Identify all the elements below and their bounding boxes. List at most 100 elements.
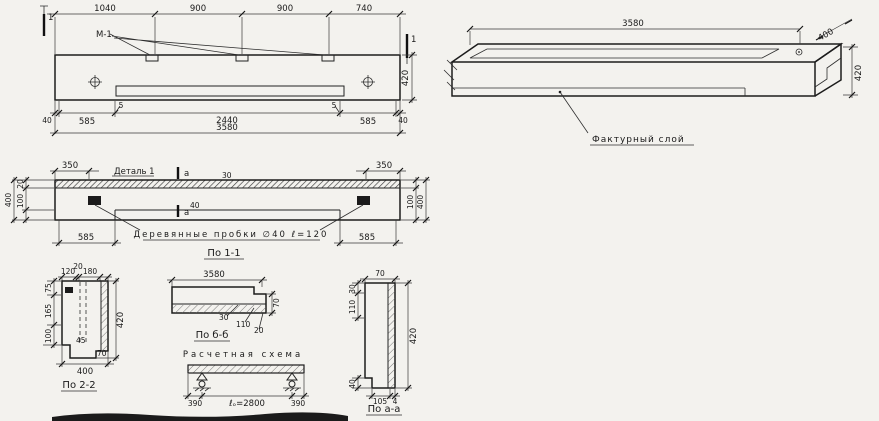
left-dim-lines xyxy=(13,177,27,223)
dim-40-ticks xyxy=(354,374,362,392)
iso-end-face xyxy=(814,42,842,97)
dim-30: 30 xyxy=(348,284,357,294)
detail-1-label: Деталь 1 xyxy=(114,167,155,177)
dim-45: 45 xyxy=(76,336,86,345)
dim-350-left: 350 xyxy=(62,161,78,171)
profile-outline xyxy=(364,282,396,389)
dim-350-right: 350 xyxy=(376,161,392,171)
plug-leaders xyxy=(94,204,364,231)
length-dim-ticks xyxy=(168,276,266,284)
iso-lifting-loop xyxy=(795,48,803,56)
section-2-2-title: По 2-2 xyxy=(62,380,95,391)
dim-3580: 3580 xyxy=(203,270,225,280)
dim-400: 400 xyxy=(77,367,93,377)
plan-dim-40-right: 40 xyxy=(398,116,408,125)
plan-dim-900b: 900 xyxy=(277,4,293,14)
dim-20: 20 xyxy=(73,262,83,271)
length-dim-lines xyxy=(167,279,267,287)
dim-110: 110 xyxy=(236,320,251,329)
plan-panel-outline xyxy=(54,54,401,101)
iso-top-face xyxy=(449,43,844,63)
iso-depth-dim-line xyxy=(817,18,853,39)
dim-120: 120 xyxy=(61,267,76,276)
iso-depth-dim-ticks xyxy=(815,19,853,41)
section-cut-label-1-right: 1 xyxy=(411,35,416,45)
facing-layer-hatch xyxy=(55,180,400,188)
left-dim-ticks xyxy=(50,277,58,349)
iso-top-recess xyxy=(469,48,780,59)
iso-callout-label: Фактурный слой xyxy=(592,135,685,145)
dim-165: 165 xyxy=(44,304,53,319)
dim-30: 30 xyxy=(219,313,229,322)
facing-layer-hatch xyxy=(388,284,395,387)
support-roller xyxy=(288,380,296,388)
plan-bottom-dim-ticks xyxy=(51,109,404,117)
left-dim-ticks xyxy=(354,279,362,322)
iso-break-marks xyxy=(443,59,458,91)
wooden-plugs-note: Деревянные пробки ∅40 ℓ=120 xyxy=(134,230,329,240)
facing-layer-hatch xyxy=(172,305,266,313)
plan-dim-40-left: 40 xyxy=(42,116,52,125)
support-ground xyxy=(283,387,301,392)
iso-lifting-loop-dot xyxy=(798,51,800,53)
dim-plug-40: 40 xyxy=(190,201,200,210)
plan-dim-3580: 3580 xyxy=(216,123,238,133)
plan-top-dim-extensions xyxy=(54,17,401,54)
plug-section xyxy=(65,287,73,293)
dim-585-lines xyxy=(52,220,403,246)
dim-180: 180 xyxy=(83,267,98,276)
dim-right-400: 400 xyxy=(416,195,425,210)
top-dim-lines xyxy=(58,276,112,281)
support-ground xyxy=(193,387,211,392)
plan-lifting-loop-left xyxy=(88,75,102,89)
iso-view: 3580 400 420 Фактурный слой xyxy=(443,18,864,146)
dim-left-400: 400 xyxy=(4,193,13,208)
right-dim-ticks xyxy=(112,277,120,362)
dim-left-20: 20 xyxy=(16,179,25,189)
plan-height-dim-ticks xyxy=(408,51,416,104)
section-b-b-title: По б-б xyxy=(196,330,229,341)
dim-110: 110 xyxy=(348,300,357,315)
dim-585-right: 585 xyxy=(359,233,375,243)
plan-m1-leaders xyxy=(109,33,326,56)
support-roller xyxy=(198,380,206,388)
section-1-1-title: По 1-1 xyxy=(207,248,240,259)
section-cut-label-1-left: 1 xyxy=(48,13,53,23)
left-dim-ticks xyxy=(10,176,30,224)
bottom-dim-ticks xyxy=(368,392,399,400)
calc-scheme: Расчетная схема 390 ℓₒ=2800 390 xyxy=(183,350,309,409)
plan-embed-plate-1 xyxy=(145,54,159,62)
end-350-dim-ticks xyxy=(51,167,404,175)
dim-105: 105 xyxy=(373,397,388,406)
section-outline xyxy=(54,179,401,221)
support-right xyxy=(283,372,301,392)
plan-dim-5-leaders xyxy=(115,105,340,113)
plan-bottom-dim-extensions xyxy=(54,101,401,117)
section-2-2-view: 120 20 180 75 165 100 420 45 70 400 По 2… xyxy=(43,262,126,392)
dim-585-ticks xyxy=(55,239,400,247)
plan-view: 1040 900 900 740 1 1 М-1 420 40 585 5 24… xyxy=(40,4,417,137)
plan-dim-585-left: 585 xyxy=(79,117,95,127)
loop-crosshair xyxy=(361,75,375,89)
wooden-plug-right xyxy=(357,196,370,205)
iso-front-face xyxy=(451,62,816,97)
section-a-a-view: 70 30 110 40 105 4 420 По а-а xyxy=(348,269,419,416)
plan-embed-plate-3 xyxy=(321,54,335,62)
dim-right-100: 100 xyxy=(406,195,415,210)
left-dim-extensions xyxy=(12,179,54,221)
loop-crosshair xyxy=(88,75,102,89)
dim-390-left: 390 xyxy=(188,399,203,408)
dim-70: 70 xyxy=(375,269,385,278)
right-dim-lines xyxy=(396,280,412,391)
plan-recess xyxy=(115,85,345,97)
top-dim-ticks xyxy=(361,275,399,283)
plan-dim-5-left: 5 xyxy=(119,101,124,110)
dim-100: 100 xyxy=(44,329,53,344)
bottom-dim-ticks xyxy=(58,360,112,368)
plan-m1-label: М-1 xyxy=(96,30,112,40)
iso-callout-leader xyxy=(559,91,589,134)
iso-height-dim-ticks xyxy=(848,43,856,99)
wooden-plug-left xyxy=(88,196,101,205)
dim-4: 4 xyxy=(393,397,398,406)
right-dim-ticks xyxy=(412,176,430,224)
